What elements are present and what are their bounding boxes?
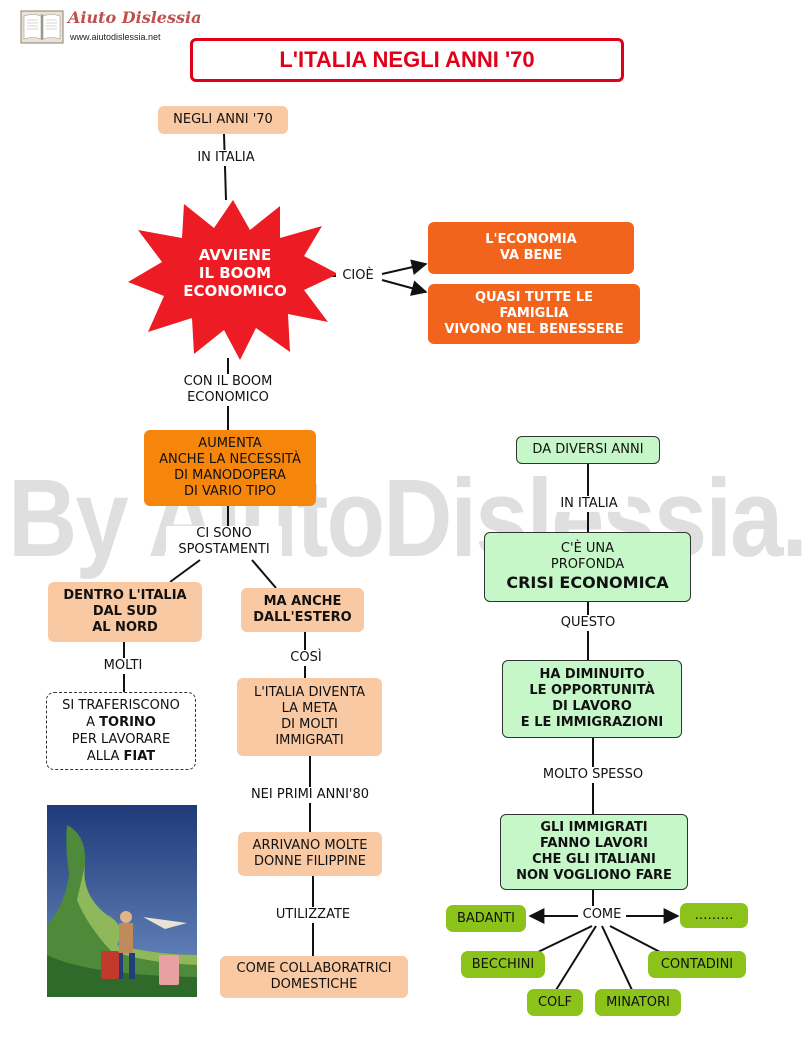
node-da-diversi-anni: DA DIVERSI ANNI xyxy=(516,436,660,464)
starburst-shape xyxy=(128,200,338,360)
link-utilizzate: UTILIZZATE xyxy=(266,907,360,923)
job-colf: COLF xyxy=(527,989,583,1016)
node-aumenta-manodopera: AUMENTA ANCHE LA NECESSITÀ DI MANODOPERA… xyxy=(144,430,316,506)
torino-text-1: SI TRAFERISCONO A xyxy=(62,698,180,730)
link-cioe: CIOÈ xyxy=(336,268,380,284)
node-meta-immigrati: L'ITALIA DIVENTA LA META DI MOLTI IMMIGR… xyxy=(237,678,382,756)
page-title: L'ITALIA NEGLI ANNI '70 xyxy=(190,38,624,82)
book-icon xyxy=(20,10,64,44)
crisi-title: CRISI ECONOMICA xyxy=(506,573,669,592)
node-economia-va-bene: L'ECONOMIA VA BENE xyxy=(428,222,634,274)
job-badanti: BADANTI xyxy=(446,905,526,932)
node-diminuito-opportunita: HA DIMINUITO LE OPPORTUNITÀ DI LAVORO E … xyxy=(502,660,682,738)
node-boom-economico: AVVIENE IL BOOM ECONOMICO xyxy=(183,246,287,300)
node-collaboratrici-domestiche: COME COLLABORATRICI DOMESTICHE xyxy=(220,956,408,998)
torino-bold: TORINO xyxy=(99,715,156,730)
job-minatori: MINATORI xyxy=(595,989,681,1016)
logo[interactable]: Aiuto Dislessia www.aiutodislessia.net xyxy=(20,8,201,46)
node-dall-estero: MA ANCHE DALL'ESTERO xyxy=(241,588,364,632)
job-ellipsis: ……… xyxy=(680,903,748,928)
link-cosi: COSÌ xyxy=(284,650,328,666)
link-con-il-boom: CON IL BOOM ECONOMICO xyxy=(172,374,284,406)
node-famiglie-benessere: QUASI TUTTE LE FAMIGLIA VIVONO NEL BENES… xyxy=(428,284,640,344)
node-immigrati-lavori: GLI IMMIGRATI FANNO LAVORI CHE GLI ITALI… xyxy=(500,814,688,890)
job-contadini: CONTADINI xyxy=(648,951,746,978)
node-dentro-italia: DENTRO L'ITALIA DAL SUD AL NORD xyxy=(48,582,202,642)
link-primi-anni-80: NEI PRIMI ANNI'80 xyxy=(238,787,382,803)
logo-name: Aiuto Dislessia xyxy=(68,8,202,27)
fiat-bold: FIAT xyxy=(123,749,156,764)
node-crisi-economica: C'È UNA PROFONDA CRISI ECONOMICA xyxy=(484,532,691,602)
node-donne-filippine: ARRIVANO MOLTE DONNE FILIPPINE xyxy=(238,832,382,876)
node-torino-fiat: SI TRAFERISCONO A TORINO PER LAVORARE AL… xyxy=(46,692,196,770)
emigrant-illustration xyxy=(47,805,197,997)
link-questo: QUESTO xyxy=(552,615,624,631)
crisi-text: C'È UNA PROFONDA xyxy=(550,541,625,572)
link-spostamenti: CI SONO SPOSTAMENTI xyxy=(166,526,282,558)
job-becchini: BECCHINI xyxy=(461,951,545,978)
node-negli-anni-70: NEGLI ANNI '70 xyxy=(158,106,288,134)
link-molto-spesso: MOLTO SPESSO xyxy=(530,767,656,783)
link-in-italia-right: IN ITALIA xyxy=(550,496,628,512)
link-come: COME xyxy=(578,907,626,923)
logo-url: www.aiutodislessia.net xyxy=(70,32,161,42)
link-in-italia: IN ITALIA xyxy=(186,150,266,166)
torino-text-2: PER LAVORARE ALLA xyxy=(71,732,171,764)
link-molti: MOLTI xyxy=(96,658,150,674)
